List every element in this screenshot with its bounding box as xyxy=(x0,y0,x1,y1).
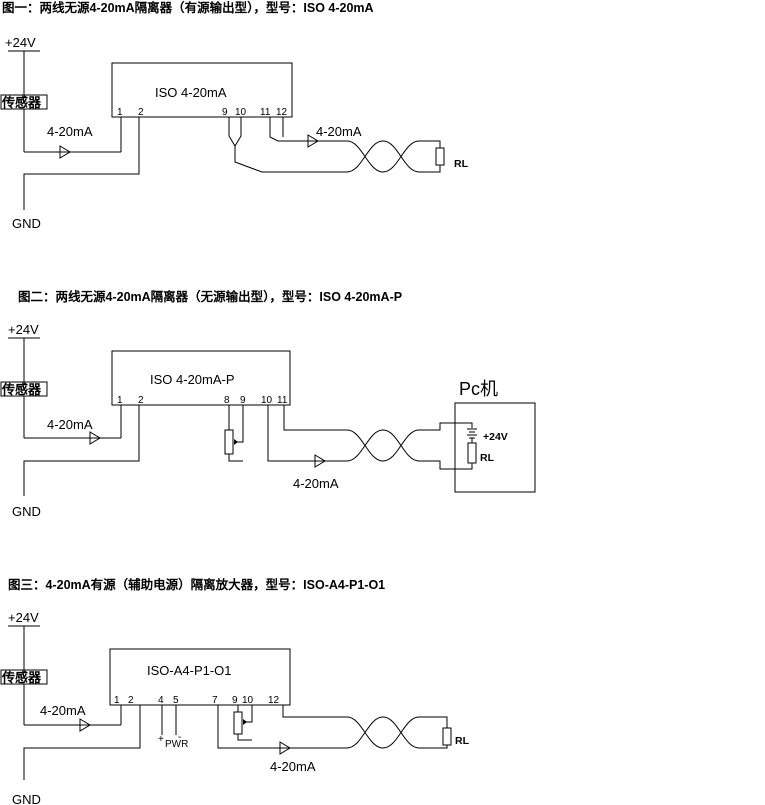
figure-3-pin7-wire xyxy=(217,705,347,749)
figure-2-twisted-pair-b xyxy=(346,429,473,470)
figure-2-sensor-label: 传感器 xyxy=(1,382,42,397)
figure-2-module-box xyxy=(111,350,291,406)
figure-1-pin-10: 10 xyxy=(235,107,247,118)
figure-2-twisted-pair-a xyxy=(346,422,473,462)
figure-1-pin-11: 11 xyxy=(260,107,271,118)
figure-3-title: 图三：4-20mA有源（辅助电源）隔离放大器，型号：ISO-A4-P1-O1 xyxy=(8,577,385,592)
figure-2-pot-wiper-arrow xyxy=(234,439,238,445)
figure-1-sensor-label: 传感器 xyxy=(1,95,42,110)
figure-2-pin11-wire xyxy=(283,405,347,431)
figure-3-pot-bottom-wire xyxy=(237,734,252,741)
figure-2-output-arrow xyxy=(314,454,326,468)
figure-3-load-label: RL xyxy=(455,735,470,747)
figure-1-module-label: ISO 4-20mA xyxy=(155,85,227,100)
figure-2-potentiometer xyxy=(224,429,234,455)
figure-3-output-arrow xyxy=(279,741,291,755)
figure-3-pin-5: 5 xyxy=(173,695,179,706)
figure-1-output-wire xyxy=(269,117,347,142)
figure-2-output-signal: 4-20mA xyxy=(293,476,339,491)
figure-1-output-return-wire xyxy=(234,146,347,173)
figure-1-load-resistor xyxy=(435,147,445,166)
figure-1-module-box xyxy=(111,62,293,118)
figure-1-title: 图一：两线无源4-20mA隔离器（有源输出型），型号：ISO 4-20mA xyxy=(2,0,374,15)
figure-3-input-arrow xyxy=(79,718,91,732)
figure-3-twisted-pair-a xyxy=(346,716,448,749)
figure-3-potentiometer xyxy=(233,711,243,735)
figure-2-pc-supply-label: +24V xyxy=(483,431,508,443)
figure-2-pc-box xyxy=(454,402,536,493)
figure-1-pin9-10-jumper xyxy=(228,117,242,147)
figure-2-pin-11: 11 xyxy=(277,395,288,406)
figure-2-pin-9: 9 xyxy=(240,395,246,406)
figure-3-sensor-label: 传感器 xyxy=(1,670,42,685)
figure-1-input-signal: 4-20mA xyxy=(47,124,93,139)
figure-3-pot-wiper-wire xyxy=(243,705,253,723)
figure-3-supply-label: +24V xyxy=(8,610,39,625)
figure-1-input-arrow xyxy=(59,145,71,159)
figure-1-pin-1: 1 xyxy=(117,107,123,118)
figure-2-pc-label: Pc机 xyxy=(459,379,498,399)
figure-2-pin-10: 10 xyxy=(261,395,273,406)
figure-3-pin-4: 4 xyxy=(158,695,164,706)
figure-1-supply-label: +24V xyxy=(5,35,36,50)
figure-3-output-signal: 4-20mA xyxy=(270,759,316,774)
figure-1-twisted-pair-a xyxy=(346,140,441,173)
figure-2-supply-label: +24V xyxy=(8,322,39,337)
figure-3-pin-12: 12 xyxy=(268,695,280,706)
figure-3-load-resistor xyxy=(442,727,452,746)
figure-2-gnd-wire xyxy=(23,405,140,496)
figure-1-pin-12: 12 xyxy=(276,107,288,118)
figure-3: 图三：4-20mA有源（辅助电源）隔离放大器，型号：ISO-A4-P1-O1 +… xyxy=(0,577,470,805)
figure-3-pwr-label: PWR xyxy=(165,739,188,750)
figure-2-pin-8: 8 xyxy=(224,395,230,406)
figure-2-pot-wiper-wire xyxy=(234,405,244,443)
figure-2-load-label: RL xyxy=(480,452,495,464)
figure-1-twisted-pair-b xyxy=(346,140,441,173)
figure-3-pin-9: 9 xyxy=(232,695,238,706)
figure-3-pwr-plus: + xyxy=(158,734,164,745)
figure-1-pin-2: 2 xyxy=(138,107,144,118)
figure-1-load-label: RL xyxy=(454,158,469,170)
figure-2-pin-1: 1 xyxy=(117,395,123,406)
figure-3-pin-2: 2 xyxy=(128,695,134,706)
figure-3-pin-7: 7 xyxy=(212,695,218,706)
figure-2-input-signal: 4-20mA xyxy=(47,417,93,432)
figure-2-pin10-wire xyxy=(267,405,347,462)
figure-3-module-box xyxy=(109,648,291,706)
figure-1-output-signal: 4-20mA xyxy=(316,124,362,139)
figure-3-gnd-wire xyxy=(23,705,141,780)
figure-3-twisted-pair-b xyxy=(346,716,448,749)
figure-1-gnd-wire xyxy=(23,117,140,210)
figure-1-pin-9: 9 xyxy=(222,107,228,118)
figure-2-pin-2: 2 xyxy=(138,395,144,406)
figure-3-pot-wiper-arrow xyxy=(243,719,247,725)
figure-2-input-arrow xyxy=(89,431,101,445)
figure-2-pot-bottom-wire xyxy=(228,454,243,462)
figure-2-gnd-label: GND xyxy=(12,504,41,519)
figure-3-module-label: ISO-A4-P1-O1 xyxy=(147,663,232,678)
figure-3-pwr-minus: - xyxy=(178,732,181,743)
figure-3-pin12-wire xyxy=(282,705,347,718)
figure-3-gnd-label: GND xyxy=(12,792,41,805)
figure-1: 图一：两线无源4-20mA隔离器（有源输出型），型号：ISO 4-20mA +2… xyxy=(0,0,469,231)
figure-1-gnd-label: GND xyxy=(12,216,41,231)
figure-2: 图二：两线无源4-20mA隔离器（无源输出型），型号：ISO 4-20mA-P … xyxy=(0,289,536,519)
figure-2-module-label: ISO 4-20mA-P xyxy=(150,372,235,387)
figure-3-pin-10: 10 xyxy=(242,695,254,706)
figure-2-load-resistor xyxy=(467,442,477,464)
figure-3-input-signal: 4-20mA xyxy=(40,703,86,718)
figure-3-pin-1: 1 xyxy=(114,695,120,706)
figure-2-title: 图二：两线无源4-20mA隔离器（无源输出型），型号：ISO 4-20mA-P xyxy=(18,289,402,304)
figure-1-output-arrow xyxy=(307,134,319,148)
